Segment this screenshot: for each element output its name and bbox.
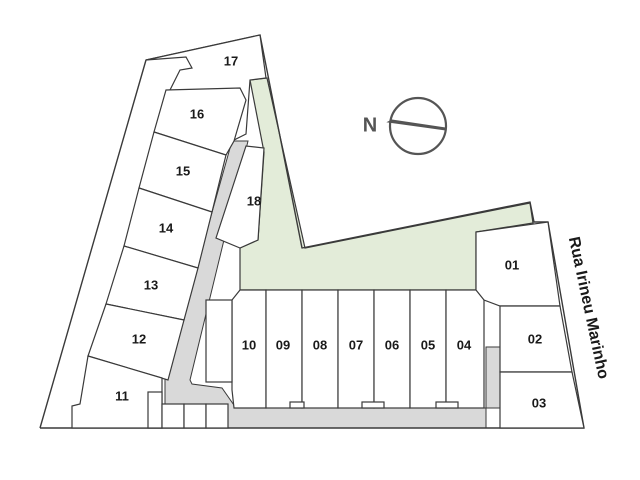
lot-label-14: 14	[159, 220, 174, 235]
lot-label-02: 02	[528, 331, 542, 346]
lot-label-10: 10	[242, 337, 256, 352]
lot-03[interactable]	[499, 371, 585, 429]
lot-18[interactable]	[215, 145, 265, 249]
parcel-a	[147, 391, 163, 429]
lot-label-03: 03	[532, 395, 546, 410]
lot-label-04: 04	[457, 337, 472, 352]
lot-label-01: 01	[505, 257, 519, 272]
setback-1	[289, 401, 305, 409]
compass-icon: N	[363, 96, 448, 156]
lot-11[interactable]	[71, 355, 163, 429]
lot-label-15: 15	[176, 163, 190, 178]
lot-label-08: 08	[313, 337, 327, 352]
lot-label-16: 16	[190, 106, 204, 121]
lot-label-06: 06	[385, 337, 399, 352]
lot-08[interactable]	[301, 289, 339, 409]
parcel-e	[205, 299, 233, 383]
lot-label-13: 13	[144, 277, 158, 292]
lot-label-07: 07	[349, 337, 363, 352]
parcel-c	[183, 403, 207, 429]
lot-12[interactable]	[87, 303, 185, 381]
lot-06[interactable]	[373, 289, 411, 409]
compass-north-label: N	[363, 114, 377, 136]
lot-label-18: 18	[247, 193, 261, 208]
lot-04[interactable]	[445, 289, 485, 409]
parcel-d	[205, 403, 229, 429]
lot-label-17: 17	[224, 53, 238, 68]
lot-label-09: 09	[276, 337, 290, 352]
setback-3	[435, 401, 459, 409]
lot-label-11: 11	[115, 388, 129, 403]
lot-label-12: 12	[132, 331, 146, 346]
setback-2	[361, 401, 385, 409]
parcel-b	[161, 403, 185, 429]
lot-label-05: 05	[421, 337, 435, 352]
